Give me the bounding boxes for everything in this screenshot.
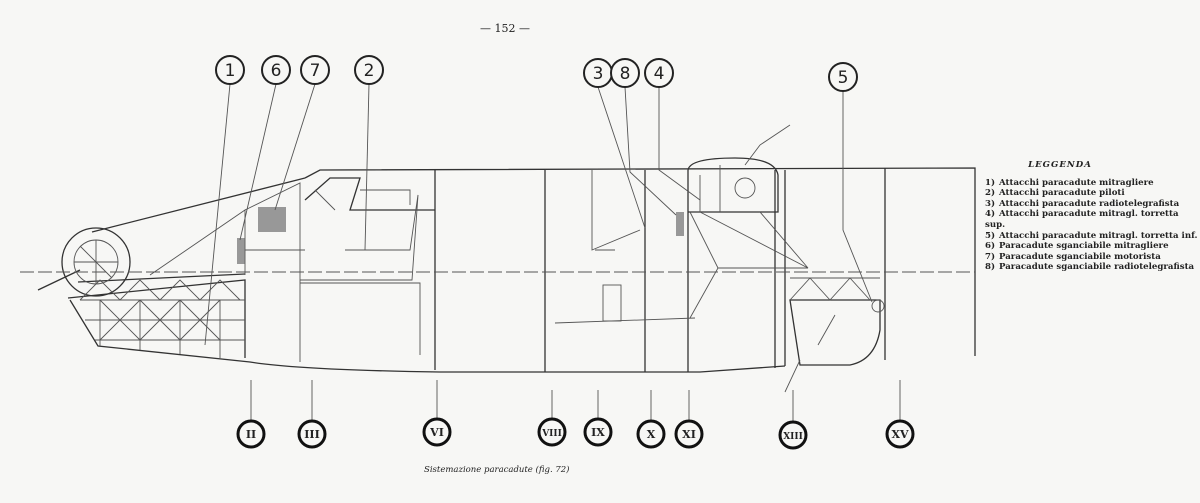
svg-text:1: 1 [225,61,236,81]
station-X: X [636,419,666,449]
legend-title: LEGGENDA [1028,160,1092,170]
callout-7: 7 [300,55,330,85]
callout-leaders [204,83,901,421]
svg-text:VI: VI [429,426,444,439]
station-VI: VI [422,417,452,447]
svg-text:7: 7 [310,61,321,81]
station-III: III [297,419,327,449]
callout-2: 2 [354,55,384,85]
legend-text: Attacchi paracadute mitragliere [999,177,1154,188]
figure-caption: Sistemazione paracadute (fig. 72) [424,465,570,475]
legend-number: 6) [985,241,996,252]
legend-item: 1)Attacchi paracadute mitragliere [985,178,1200,189]
legend-text: Paracadute sganciabile radiotelegrafista [999,262,1195,273]
svg-text:XI: XI [682,428,696,441]
station-XIII: XIII [778,420,808,450]
legend-text: Attacchi paracadute mitragl. torretta su… [985,209,1179,230]
station-IX: IX [583,417,613,447]
legend-text: Attacchi paracadute mitragl. torretta in… [999,230,1198,241]
fuselage-outline [20,124,976,393]
legend-number: 1) [985,177,996,188]
legend-item: 5)Attacchi paracadute mitragl. torretta … [985,231,1200,242]
svg-text:6: 6 [271,61,282,81]
parachute-8-pack [676,212,684,236]
legend-number: 2) [985,188,996,199]
page-number: — 152 — [480,22,530,35]
svg-text:X: X [647,428,656,441]
svg-text:8: 8 [620,64,631,84]
legend-number: 3) [985,198,996,209]
legend-item: 7)Paracadute sganciabile motorista [985,252,1200,263]
legend: LEGGENDA 1)Attacchi paracadute mitraglie… [985,160,1200,273]
callout-4: 4 [644,58,674,88]
callout-6: 6 [261,55,291,85]
svg-text:4: 4 [654,64,665,84]
svg-text:III: III [304,428,319,441]
svg-text:VIII: VIII [541,429,562,439]
svg-text:XIII: XIII [783,432,803,442]
callout-1: 1 [215,55,245,85]
svg-text:IX: IX [591,426,605,439]
parachute-6-pack [237,238,245,264]
legend-text: Attacchi paracadute radiotelegrafista [999,198,1180,209]
station-II: II [236,419,266,449]
legend-item: 3)Attacchi paracadute radiotelegrafista [985,199,1200,210]
station-XI: XI [674,419,704,449]
callout-3: 3 [583,58,613,88]
legend-item: 4)Attacchi paracadute mitragl. torretta … [985,209,1200,230]
legend-item: 8)Paracadute sganciabile radiotelegrafis… [985,262,1200,273]
legend-number: 5) [985,230,996,241]
station-VIII: VIII [537,417,567,447]
legend-text: Paracadute sganciabile mitragliere [999,241,1169,252]
legend-text: Paracadute sganciabile motorista [999,251,1161,262]
parachute-7-pack [258,207,286,232]
callout-8: 8 [610,58,640,88]
svg-text:2: 2 [364,61,375,81]
svg-text:II: II [246,428,256,441]
callout-5: 5 [828,62,858,92]
svg-text:5: 5 [838,68,849,88]
legend-item: 2)Attacchi paracadute piloti [985,188,1200,199]
station-XV: XV [885,419,915,449]
legend-number: 8) [985,262,996,273]
legend-item: 6)Paracadute sganciabile mitragliere [985,241,1200,252]
svg-text:3: 3 [593,64,604,84]
legend-number: 4) [985,209,996,220]
svg-text:XV: XV [891,428,909,441]
legend-text: Attacchi paracadute piloti [999,188,1125,199]
legend-number: 7) [985,251,996,262]
